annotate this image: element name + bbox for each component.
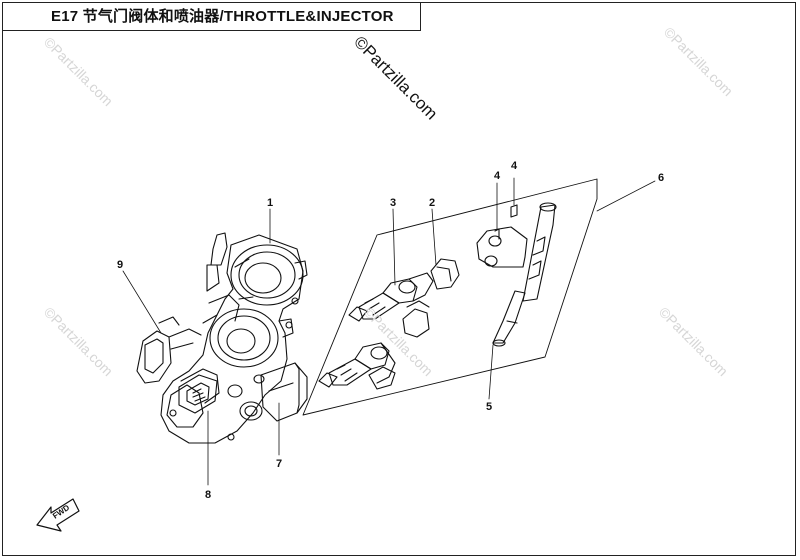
injector-upper xyxy=(348,272,434,322)
diagram-title: E17 节气门阀体和喷油器/THROTTLE&INJECTOR xyxy=(3,3,421,31)
callout-3: 3 xyxy=(390,197,396,209)
callout-4a: 4 xyxy=(494,170,501,182)
throttle-body xyxy=(136,232,308,444)
watermark-tl: ©Partzilla.com xyxy=(41,34,116,109)
callout-4b: 4 xyxy=(511,160,518,172)
watermark-main: ©Partzilla.com xyxy=(350,32,441,123)
parts-diagram: 1 2 3 4 4 5 6 7 8 9 FWD ©Partzilla.com ©… xyxy=(36,24,736,532)
fwd-arrow xyxy=(36,498,80,532)
exploded-box xyxy=(302,178,598,416)
injector-lower xyxy=(318,342,396,390)
bolt-4 xyxy=(494,204,518,240)
watermark-mr: ©Partzilla.com xyxy=(656,304,731,379)
watermark-ml: ©Partzilla.com xyxy=(41,304,116,379)
callout-1: 1 xyxy=(267,197,273,209)
callout-2: 2 xyxy=(429,197,435,209)
watermark-mc: ©Partzilla.com xyxy=(361,304,436,379)
callout-7: 7 xyxy=(276,458,282,470)
clip-2 xyxy=(402,258,460,338)
watermark-tr: ©Partzilla.com xyxy=(661,24,736,99)
callout-9: 9 xyxy=(117,259,123,271)
callout-8: 8 xyxy=(205,489,211,501)
callout-6: 6 xyxy=(658,172,664,184)
fuel-rail xyxy=(476,202,557,347)
leader-lines xyxy=(122,177,656,486)
callout-5: 5 xyxy=(486,401,492,413)
